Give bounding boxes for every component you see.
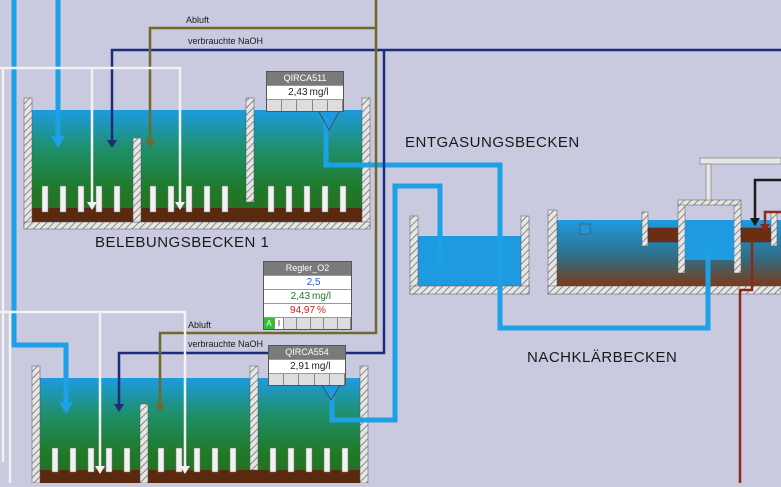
arrow-sludge-black	[750, 218, 760, 226]
basin-2-divider-2	[249, 365, 259, 471]
clarifier-center-wall-right	[733, 202, 742, 274]
clarifier-basin	[547, 157, 781, 295]
controller-output-unit: %	[317, 305, 326, 316]
sensor-qirca554-value: 2,91	[290, 361, 310, 372]
controller-output: 94,97	[290, 305, 316, 316]
label-belebungsbecken-1: BELEBUNGSBECKEN 1	[95, 234, 270, 251]
controller-auto-button[interactable]: A	[264, 318, 275, 329]
pipe-air-top	[0, 66, 182, 205]
arrows-air	[87, 202, 190, 474]
pipe-basin-2-to-degassing	[329, 183, 443, 423]
label-nachklaerbecken: NACHKLÄRBECKEN	[527, 349, 678, 366]
pipe-exhaust-top	[148, 0, 378, 140]
sensor-qirca554-tag: QIRCA554	[269, 346, 345, 359]
pipe-naoh-bottom	[117, 50, 386, 405]
pipe-naoh-top	[110, 48, 781, 140]
basin-1-wall-left	[23, 97, 33, 229]
controller-output-row: 94,97%	[264, 303, 351, 317]
basin-1-floor	[23, 221, 371, 230]
pipe-sludge-red-down	[738, 240, 754, 483]
clarifier-center-wall-left	[677, 202, 686, 274]
label-entgasungsbecken: ENTGASUNGSBECKEN	[405, 134, 580, 151]
clarifier-weir-2	[770, 211, 778, 247]
controller-setpoint: 2,5	[306, 277, 321, 288]
pipes-naoh	[110, 48, 781, 405]
controller-tag: Regler_O2	[264, 262, 351, 275]
basin-2-wall-left	[31, 365, 41, 484]
basin-2-diffusers	[51, 447, 349, 473]
pipes-exhaust	[148, 0, 378, 405]
aeration-basin-2	[31, 365, 369, 484]
arrow-sludge-red	[760, 224, 770, 232]
sensor-qirca554-unit: mg/l	[311, 361, 331, 372]
sensor-qirca511-tag: QIRCA511	[267, 72, 343, 85]
sensor-qirca554-status-bar	[269, 373, 346, 385]
degassing-wall-right	[520, 215, 530, 295]
pipe-basin-1-to-degassing	[323, 120, 503, 258]
controller-mode-indicator[interactable]: I	[275, 318, 284, 329]
sensor-qirca511-status-bar	[267, 99, 344, 111]
arrows-naoh	[107, 140, 124, 412]
basin-1-divider-1	[132, 137, 142, 223]
controller-setpoint-row: 2,5	[264, 275, 351, 289]
controller-actual: 2,43	[290, 291, 311, 302]
clarifier-sludge-box-2	[740, 227, 772, 243]
clarifier-small-box	[579, 223, 591, 235]
sensor-qirca511-value: 2,43	[288, 87, 308, 98]
label-naoh-top: verbrauchte NaOH	[188, 36, 264, 46]
pipe-air-bottom	[0, 310, 187, 470]
clarifier-sludge-box-1	[647, 227, 681, 243]
clarifier-bridge	[677, 199, 742, 206]
pipes-air	[0, 66, 187, 483]
clarifier-scraper-post	[705, 163, 712, 201]
controller-actual-unit: mg/l	[312, 291, 331, 302]
degassing-floor	[409, 285, 530, 295]
label-naoh-bottom: verbrauchte NaOH	[188, 339, 264, 349]
pipe-exhaust-bottom	[158, 28, 378, 405]
aeration-basin-1	[23, 97, 371, 230]
clarifier-floor	[547, 285, 781, 295]
controller-mode-bar: A I	[264, 317, 352, 329]
pipe-degassing-to-clarifier	[497, 252, 711, 331]
clarifier-weir-1	[641, 211, 649, 247]
label-exhaust-top: Abluft	[186, 15, 210, 25]
clarifier-wall-left	[547, 209, 558, 295]
pipe-sludge-black	[753, 178, 781, 225]
arrows-water	[51, 136, 715, 414]
basin-1-diffusers	[41, 185, 347, 213]
pipes-water	[11, 0, 711, 423]
arrows-exhaust	[145, 140, 165, 412]
degassing-water	[418, 236, 521, 286]
clarifier-scraper-rail	[699, 157, 781, 165]
degassing-basin	[409, 215, 530, 295]
sensor-qirca511-unit: mg/l	[309, 87, 329, 98]
degassing-wall-left	[409, 215, 419, 295]
basin-2-sludge	[40, 470, 360, 483]
pipe-inflow-basin-2	[11, 0, 69, 405]
basin-2-divider-1	[139, 403, 149, 484]
basin-1-divider-2	[245, 97, 255, 203]
basin-2-wall-right	[359, 365, 369, 484]
label-exhaust-bottom: Abluft	[188, 320, 212, 330]
